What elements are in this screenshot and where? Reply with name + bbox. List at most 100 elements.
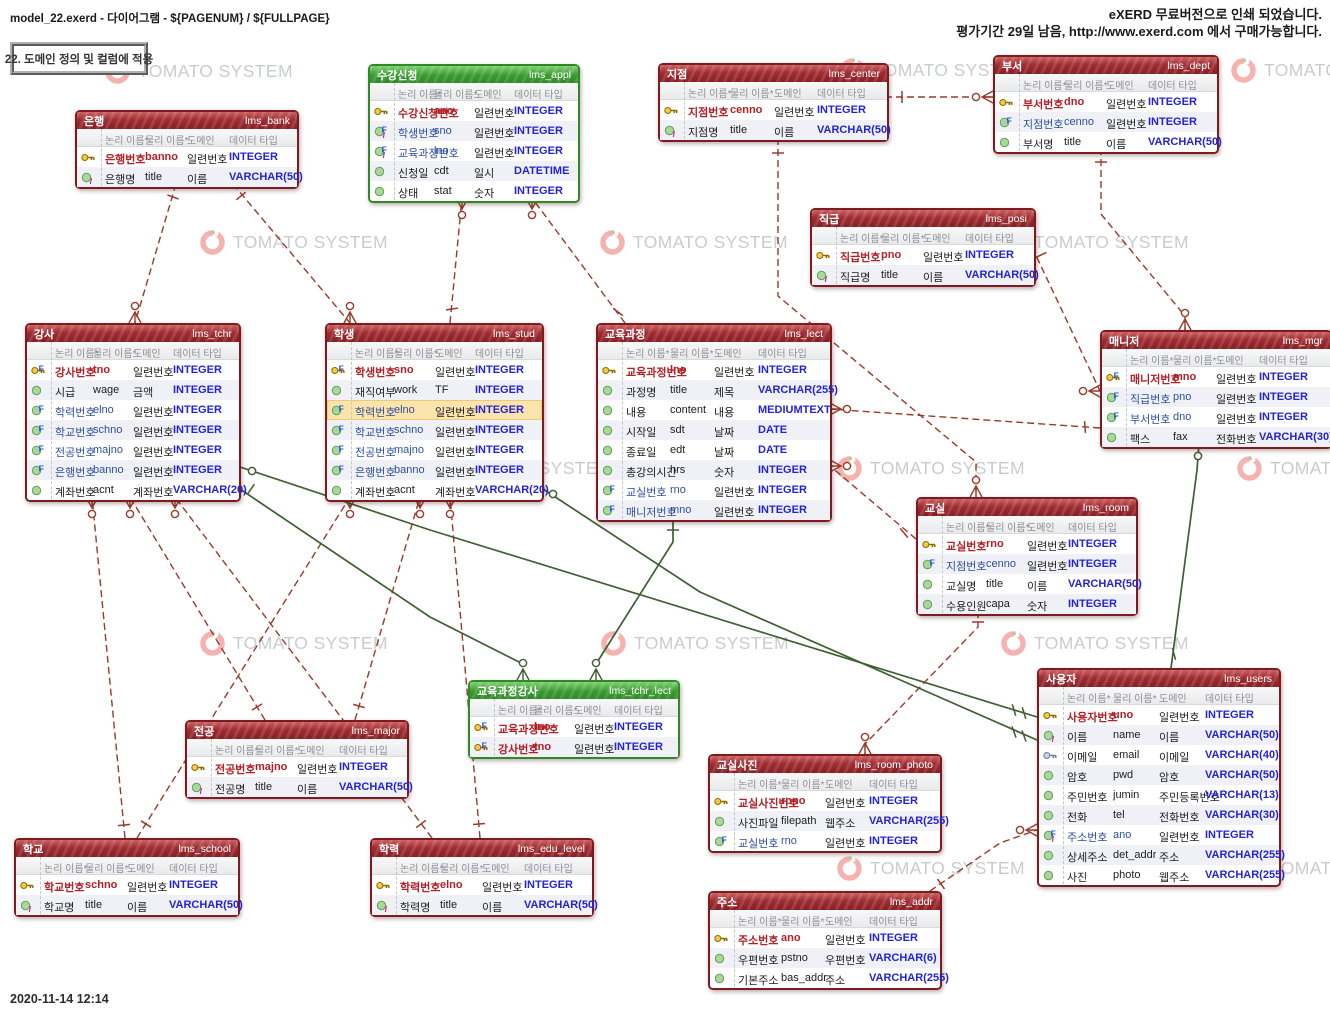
relation-major-tchr[interactable]: [123, 496, 266, 721]
relation-users-mgr[interactable]: [1170, 443, 1203, 669]
relation-bank-stud[interactable]: [232, 183, 357, 324]
relation-major-stud[interactable]: [353, 496, 427, 721]
relation-center-room[interactable]: [772, 138, 983, 498]
relation-room-lect[interactable]: [829, 459, 917, 540]
relation-tchr-tchr_lect[interactable]: [236, 483, 530, 681]
relation-posi-mgr[interactable]: [1031, 246, 1101, 398]
relation-addr-users[interactable]: [929, 823, 1038, 892]
relation-lect-tchr_lect[interactable]: [589, 517, 679, 681]
relation-dept-mgr[interactable]: [1095, 148, 1192, 331]
relation-room-room_photo[interactable]: [858, 611, 984, 755]
relation-center-dept[interactable]: [885, 90, 994, 104]
relation-bank-tchr[interactable]: [128, 183, 179, 324]
relation-edu_level-stud[interactable]: [443, 496, 486, 839]
relation-school-tchr[interactable]: [85, 496, 131, 839]
relation-mgr-lect[interactable]: [829, 402, 1101, 434]
relation-users-tchr[interactable]: [236, 465, 1038, 719]
